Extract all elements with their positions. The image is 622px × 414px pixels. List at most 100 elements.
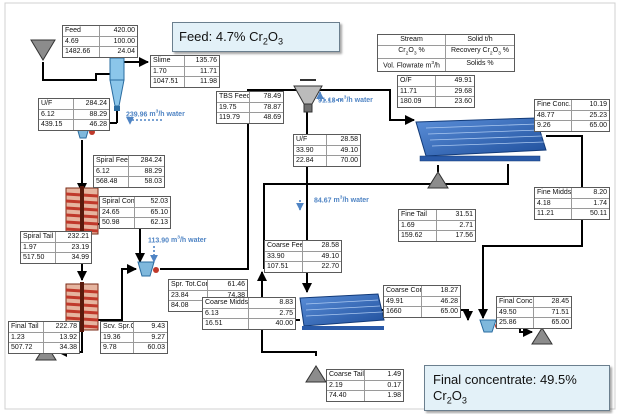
stream-value: 8.83 — [279, 299, 293, 306]
legend-cell: Stream — [378, 35, 446, 45]
stream-value: 25.23 — [572, 109, 609, 121]
stream-value: 420.00 — [113, 27, 135, 34]
stream-value: 284.24 — [85, 100, 107, 107]
stream-value: 507.72 — [9, 342, 44, 353]
stream-value: 16.51 — [203, 318, 249, 329]
stream-value: 46.28 — [74, 119, 109, 130]
shaking-table-icon — [299, 293, 385, 330]
stream-value: 439.15 — [39, 119, 74, 130]
stream-value: 1.70 — [151, 65, 185, 76]
stream-value: 180.09 — [398, 96, 436, 107]
water-addition-label: 84.67 m3/h water — [314, 196, 369, 204]
stream-value: 78.49 — [263, 93, 281, 100]
stream-value: 28.58 — [321, 242, 339, 249]
water-addition-label: 91.13 m3/h water — [318, 96, 373, 104]
stream-value: 48.69 — [250, 112, 283, 123]
stream-value: 29.68 — [436, 85, 474, 97]
stream-value: 28.58 — [340, 136, 358, 143]
stream-value: 74.38 — [208, 289, 247, 301]
tailings-pile-icon — [305, 365, 327, 383]
stream-value: 1.23 — [9, 331, 44, 342]
stream-value: 1660 — [384, 306, 422, 317]
stream-name: Slime — [151, 56, 185, 66]
stream-value: 2.71 — [437, 219, 475, 231]
stream-value: 107.51 — [265, 261, 303, 272]
water-flow-value: 113.90 — [148, 237, 170, 245]
stream-name: U/F — [39, 99, 74, 109]
stream-value: 24.65 — [100, 206, 135, 217]
stream-value: 49.10 — [327, 144, 360, 156]
spiral-concentrator-icon — [65, 282, 99, 332]
stream-name: Fine Tail — [399, 210, 437, 220]
stream-name: Scv. Spr.Conc — [101, 322, 134, 332]
stream-value: 49.91 — [384, 295, 422, 306]
stream-value: 517.50 — [21, 252, 56, 263]
stream-value: 2.75 — [249, 307, 295, 319]
stream-value: 33.90 — [265, 250, 303, 261]
stream-value: 568.48 — [94, 176, 129, 187]
water-flow-unit: m3/h water — [149, 110, 185, 119]
stream-value: 11.71 — [398, 85, 436, 96]
stream-value: 58.03 — [129, 176, 164, 187]
stream-name: Spiral Conc. — [102, 197, 135, 207]
stream-name: Coarse Midds. — [205, 298, 249, 308]
stream-value: 88.29 — [129, 165, 164, 177]
product-pile-icon — [531, 327, 553, 345]
stream-value: 8.20 — [593, 189, 607, 196]
stream-value: 24.04 — [100, 46, 137, 57]
stream-value: 50.98 — [100, 217, 135, 228]
stream-value: 46.28 — [422, 295, 460, 307]
stream-value: 22.70 — [303, 261, 341, 272]
stream-value: 11.71 — [185, 65, 219, 77]
stream-value: 34.38 — [44, 342, 79, 353]
legend-cell: Recovery Cr2O3 % — [446, 44, 514, 59]
cyclone-icon — [109, 57, 125, 111]
stream-value: 284.24 — [140, 157, 162, 164]
stream-value: 4.69 — [63, 35, 100, 46]
stream-value: 28.45 — [551, 298, 569, 305]
stream-value: 11.98 — [185, 76, 219, 87]
stream-value: 71.51 — [534, 306, 571, 318]
legend-cell: Cr2O3 % — [378, 44, 446, 59]
stream-name: U/F — [294, 135, 327, 145]
stream-value: 23.60 — [436, 96, 474, 107]
stream-value: 6.12 — [39, 108, 74, 119]
legend-cell: Solid t/h — [467, 36, 493, 43]
water-flow-unit: m3/h water — [337, 96, 373, 105]
legend-table: Stream Solid t/h Cr2O3 % Recovery Cr2O3 … — [377, 34, 515, 73]
stream-name: Coarse Tail — [329, 370, 365, 380]
water-addition-label: 239.96 m3/h water — [126, 110, 185, 118]
water-addition-label: 113.90 m3/h water — [148, 236, 206, 244]
stream-value: 31.51 — [455, 211, 473, 218]
stream-value: 11.21 — [535, 208, 572, 219]
stream-value: 49.91 — [454, 77, 472, 84]
stream-value: 49.50 — [497, 306, 534, 317]
stream-value: 61.46 — [227, 281, 245, 288]
water-flow-unit: m3/h water — [333, 196, 369, 205]
water-flow-value: 239.96 — [126, 111, 148, 119]
pump-icon — [137, 261, 159, 277]
legend-cell: Solids % — [446, 58, 514, 71]
stream-value: 2.19 — [327, 379, 365, 390]
stream-value: 23.84 — [169, 289, 208, 300]
final-concentrate-callout: Final concentrate: 49.5% Cr2O3 — [424, 365, 610, 411]
stream-value: 9.78 — [101, 342, 134, 353]
water-flow-unit: m3/h water — [170, 236, 207, 245]
stream-value: 18.27 — [440, 287, 458, 294]
water-flow-value: 84.67 — [314, 197, 332, 205]
stream-name: TBS Feed — [219, 92, 250, 102]
